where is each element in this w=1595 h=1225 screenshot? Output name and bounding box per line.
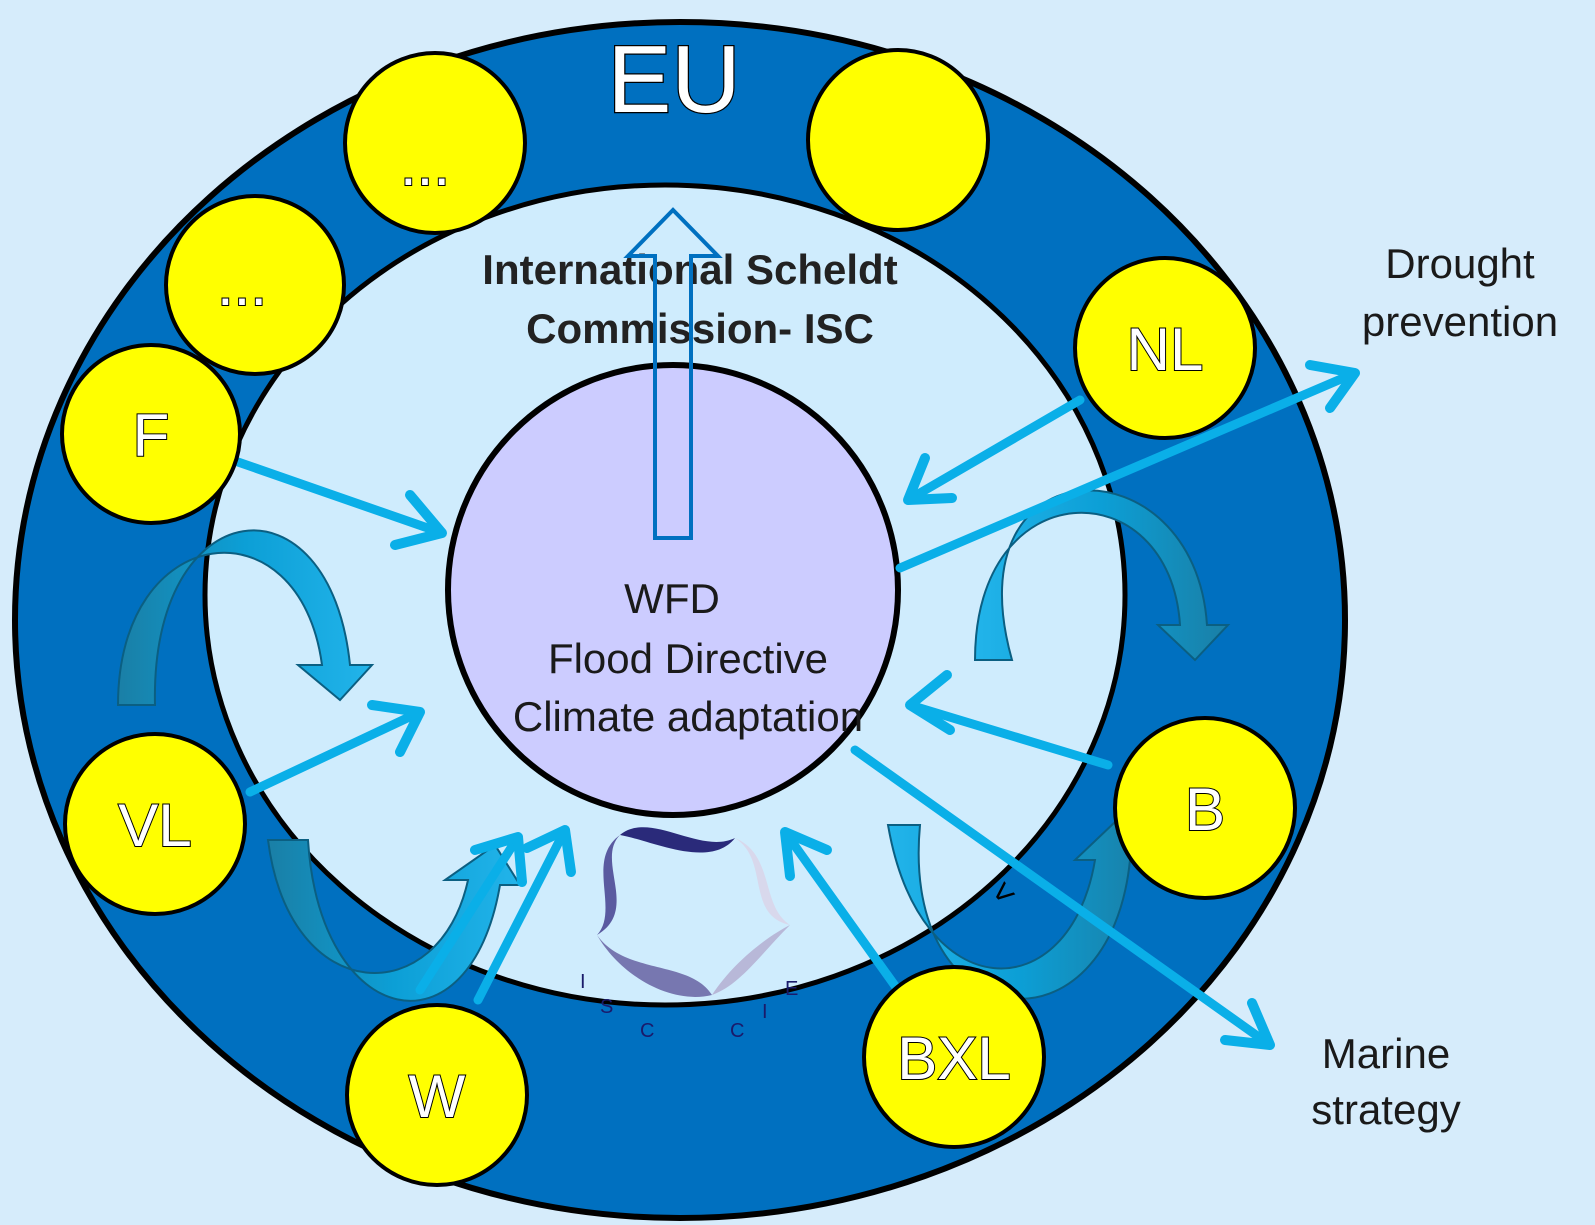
isc-logo: I S C C I E [580,827,798,1042]
member-nl: NL [1073,256,1257,440]
drought-line2: prevention [1362,298,1558,345]
svg-text:S: S [600,996,613,1018]
member-w: W [345,1003,529,1187]
arrow-w-to-core-1 [415,832,527,995]
svg-text:VL: VL [118,792,191,859]
member-vl: VL [63,732,247,916]
svg-text:C: C [640,1020,654,1042]
marine-line2: strategy [1311,1086,1460,1133]
curved-arrow-right-top [973,489,1231,662]
member-blank [806,48,990,232]
marine-line1: Marine [1322,1030,1450,1077]
arrow-bxl-to-core [780,827,903,995]
member-dots-left: ... [164,194,346,376]
arrow-w-to-core-2 [473,825,576,1005]
curved-arrow-left-top [116,529,375,706]
arrow-f-to-core [233,457,447,550]
isc-label-line2: Commission- ISC [526,305,874,352]
upward-hollow-arrow [623,207,723,540]
drought-line1: Drought [1385,240,1535,287]
core-line2: Flood Directive [548,635,828,682]
member-bxl: BXL [862,965,1046,1149]
core-circle [445,362,901,818]
svg-text:E: E [785,978,798,1000]
svg-text:...: ... [217,251,267,318]
svg-text:C: C [730,1020,744,1042]
eu-label: EU [607,26,740,133]
member-dots-top: ... [343,51,527,235]
core-line3: Climate adaptation [513,693,863,740]
svg-text:W: W [409,1063,466,1130]
arrow-nl-to-core [903,395,1085,505]
svg-text:NL: NL [1127,316,1204,383]
svg-text:I: I [580,971,586,993]
member-f: F [60,343,242,525]
arrow-core-to-marine [850,745,1275,1050]
core-line1: WFD [624,575,720,622]
arrow-vl-to-core [245,700,425,797]
arrow-b-to-core [905,670,1113,770]
arrow-core-to-drought [895,360,1360,573]
svg-text:B: B [1185,776,1225,843]
member-b: B [1113,716,1297,900]
svg-text:...: ... [400,131,450,198]
svg-text:BXL: BXL [897,1025,1010,1092]
svg-text:I: I [762,1001,768,1023]
svg-text:F: F [133,402,170,469]
